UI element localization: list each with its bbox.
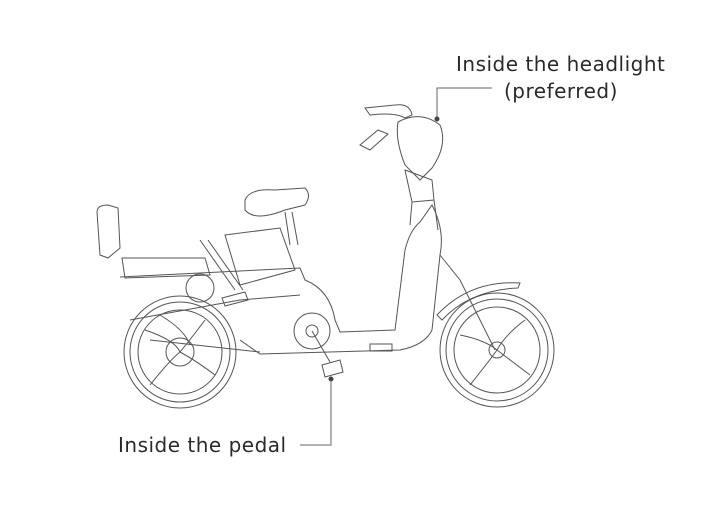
headlight-label-preferred: (preferred) bbox=[504, 79, 618, 103]
seat-and-rack bbox=[96, 187, 309, 307]
handlebar-and-headlight bbox=[359, 104, 444, 231]
headlight bbox=[396, 116, 444, 181]
pedal-label: Inside the pedal bbox=[118, 433, 287, 457]
seat bbox=[244, 187, 309, 217]
rear-rack bbox=[121, 257, 211, 279]
callout-dot bbox=[434, 116, 440, 122]
front-wheel bbox=[436, 282, 555, 408]
footboard-bar bbox=[369, 343, 393, 352]
headlight-label: Inside the headlight bbox=[456, 52, 666, 76]
battery-box bbox=[224, 227, 296, 286]
callout-headlight bbox=[434, 87, 492, 122]
rear-wheel bbox=[123, 295, 237, 409]
frame bbox=[119, 204, 496, 378]
callout-pedal bbox=[300, 376, 334, 446]
pedal bbox=[311, 330, 344, 378]
backrest bbox=[96, 204, 121, 259]
callout-dot bbox=[328, 376, 334, 382]
front-fender bbox=[436, 282, 521, 321]
